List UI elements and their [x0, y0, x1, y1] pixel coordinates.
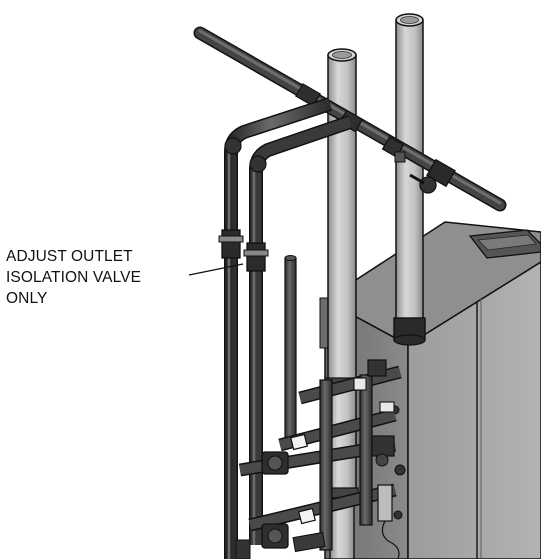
boiler-side-face	[407, 261, 541, 559]
callout-line-2: ISOLATION VALVE	[6, 269, 142, 286]
isolation-valve-icon	[409, 158, 456, 194]
pump-icon	[261, 451, 289, 475]
system-riser-pipes	[218, 97, 353, 559]
pump-icon	[261, 523, 289, 549]
callout-line-3: ONLY	[6, 290, 48, 307]
callout-line-1: ADJUST OUTLET	[6, 248, 133, 265]
outlet-isolation-valve	[218, 229, 269, 272]
supply-header-pipe	[193, 26, 507, 212]
valve-callout-label: ADJUST OUTLET ISOLATION VALVE ONLY	[6, 246, 141, 309]
right-vent-pipe	[393, 13, 426, 346]
near-boiler-piping	[235, 359, 402, 559]
callout-leader-line	[188, 263, 244, 276]
